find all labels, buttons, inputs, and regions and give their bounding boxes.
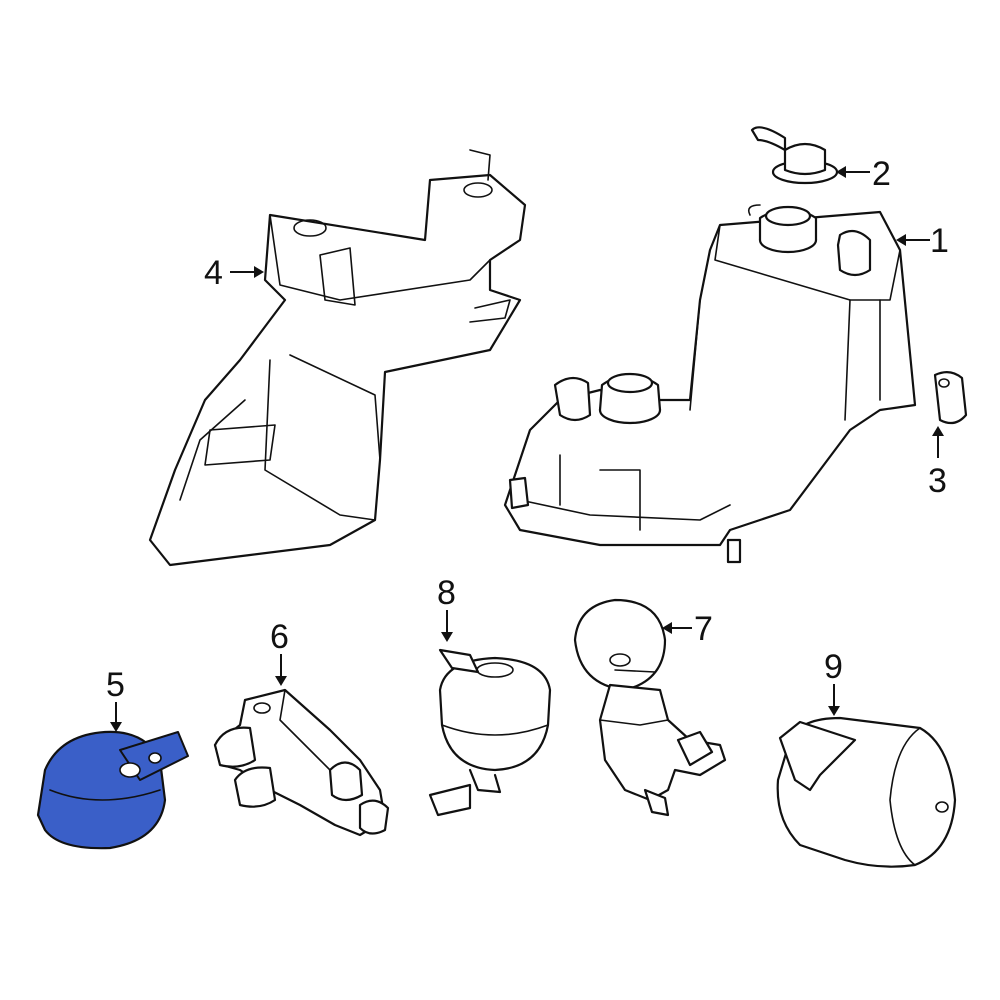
- callout-9: 9: [824, 648, 843, 686]
- part-4-shield[interactable]: [148, 149, 527, 567]
- callout-3: 3: [928, 462, 947, 500]
- callout-7: 7: [694, 610, 713, 648]
- callout-arrow-9: [828, 684, 840, 716]
- callout-arrow-4: [230, 266, 264, 278]
- callout-arrow-6: [275, 654, 287, 686]
- callout-8: 8: [437, 574, 456, 612]
- callout-5: 5: [106, 666, 125, 704]
- callout-6: 6: [270, 618, 289, 656]
- callout-arrow-8: [441, 610, 453, 642]
- callout-2: 2: [872, 155, 891, 193]
- part-7-pump[interactable]: [573, 598, 727, 817]
- callout-arrow-7: [662, 622, 692, 634]
- callout-arrow-5: [110, 702, 122, 732]
- part-1-reservoir[interactable]: [503, 204, 917, 564]
- part-5-accumulator[interactable]: [36, 730, 189, 850]
- callout-1: 1: [930, 222, 949, 260]
- part-3-bracket[interactable]: [933, 371, 968, 425]
- part-9-canister[interactable]: [776, 716, 957, 868]
- callout-arrow-3: [932, 426, 944, 458]
- part-2-cap[interactable]: [750, 126, 839, 185]
- part-6-valve-block[interactable]: [213, 688, 390, 837]
- callout-arrow-2: [836, 166, 870, 178]
- part-8-accumulator[interactable]: [428, 648, 552, 817]
- callout-arrow-1: [896, 234, 930, 246]
- callout-4: 4: [204, 254, 223, 292]
